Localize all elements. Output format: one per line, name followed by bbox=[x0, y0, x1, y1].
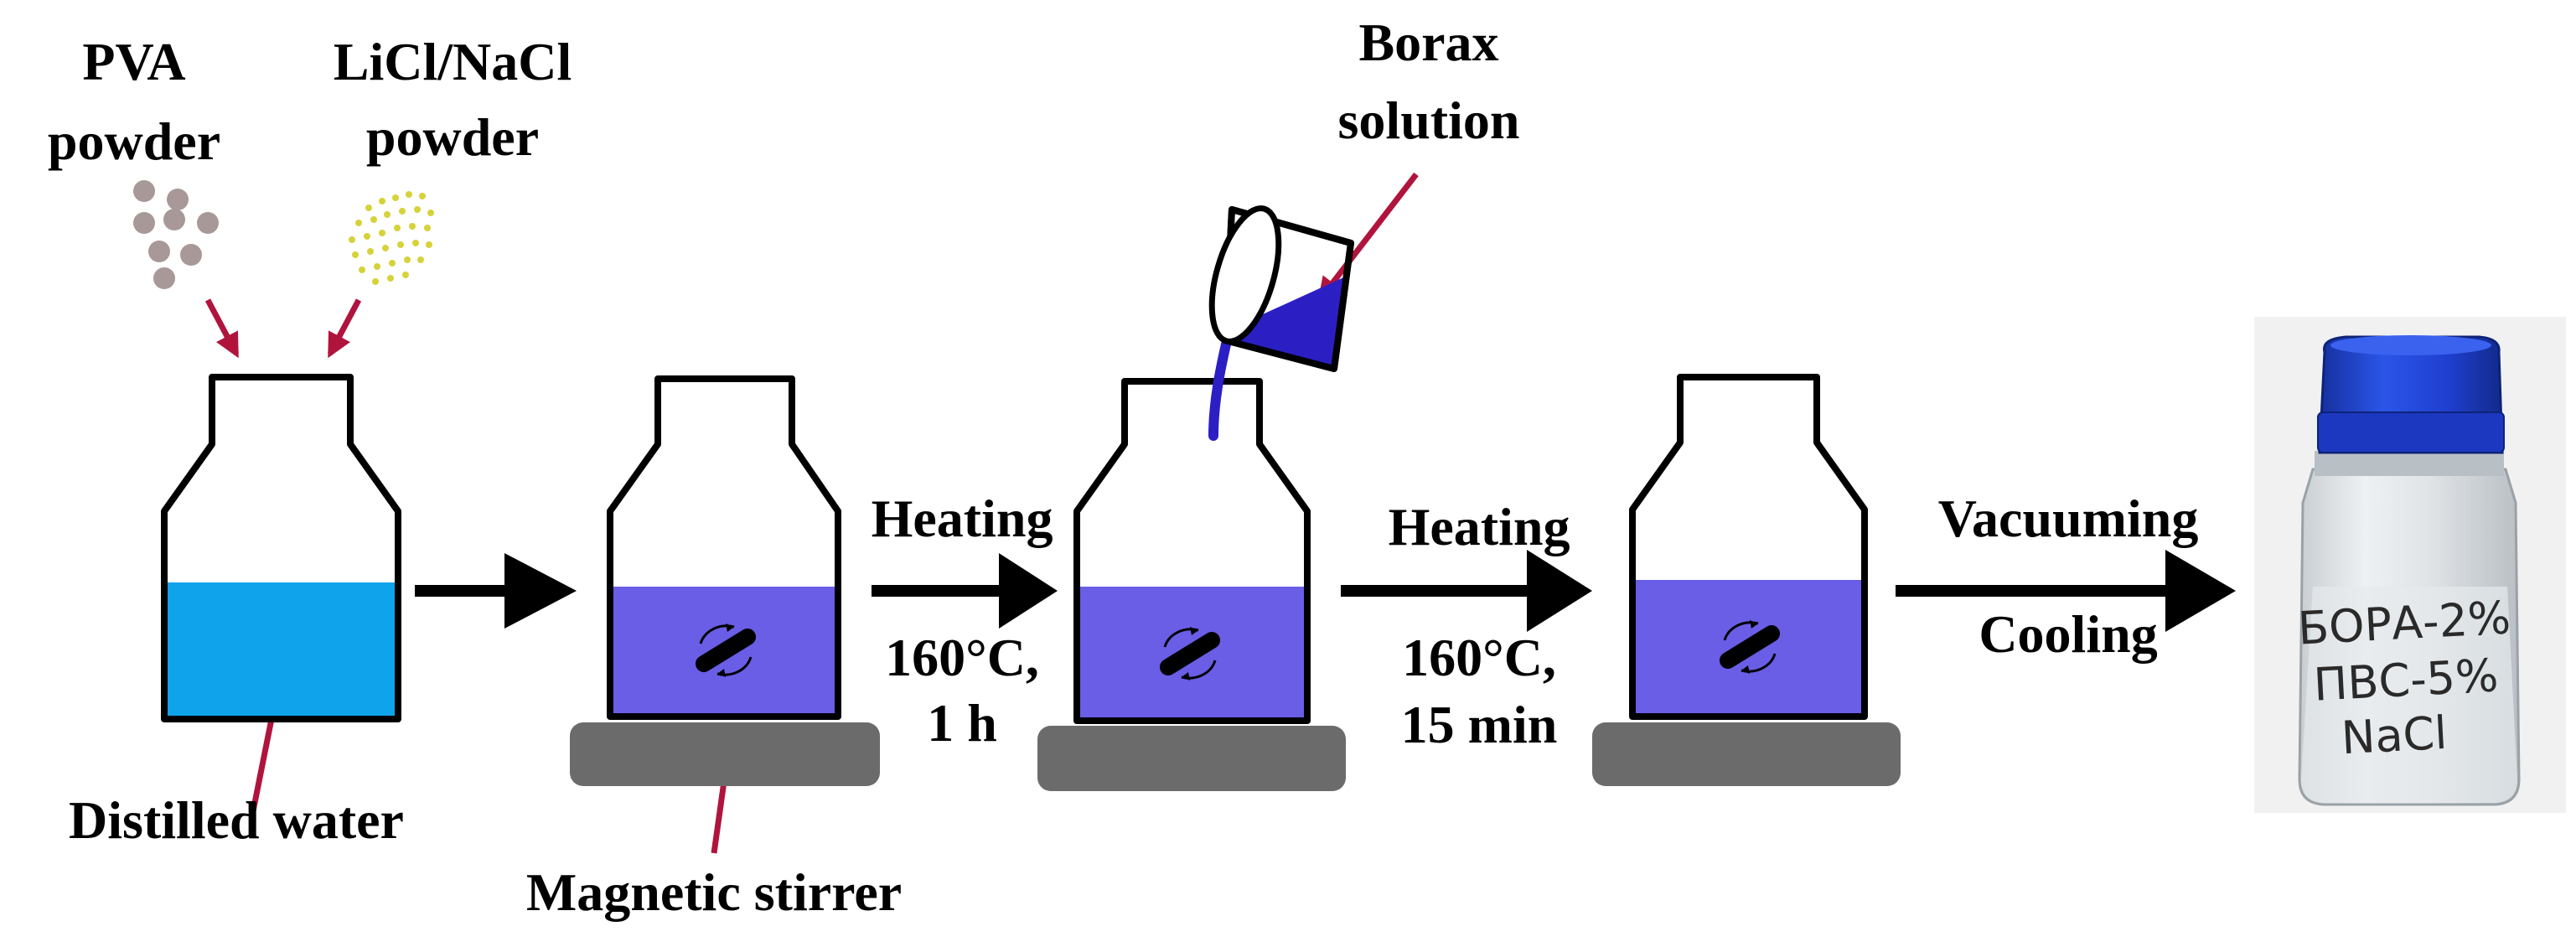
borax-label-line1: Borax bbox=[1358, 13, 1498, 72]
heating-condition-1-line2: 1 h bbox=[927, 693, 997, 753]
bottle-stirring-1 bbox=[570, 375, 880, 786]
heating-condition-1-line1: 160°C, bbox=[885, 628, 1039, 687]
vacuuming-label: Vacuuming bbox=[1938, 489, 2199, 548]
pva-particles-icon bbox=[133, 180, 219, 289]
borax-stream bbox=[1208, 329, 1234, 441]
salt-particles-icon bbox=[349, 191, 434, 285]
heating-condition-2-line2: 15 min bbox=[1401, 695, 1558, 754]
photo-handwriting-line3: NaCl bbox=[2340, 706, 2448, 765]
right-arrow-icon bbox=[872, 553, 1058, 629]
heating-label-1: Heating bbox=[872, 489, 1053, 548]
right-arrow-icon bbox=[1896, 550, 2236, 632]
bottle-stirring-2 bbox=[1592, 374, 1901, 786]
stir-bar-icon bbox=[1160, 627, 1220, 680]
cooling-label: Cooling bbox=[1979, 604, 2157, 664]
product-bottle-photo: БОРА-2% ПВС-5% NaCl bbox=[2254, 317, 2566, 813]
bottle-distilled-water bbox=[161, 374, 401, 722]
borax-label-line2: solution bbox=[1338, 91, 1520, 150]
stir-bar-icon bbox=[696, 624, 756, 677]
heating-label-2: Heating bbox=[1389, 497, 1570, 556]
pva-label-line2: powder bbox=[48, 111, 220, 171]
stir-bar-icon bbox=[1720, 620, 1780, 674]
pva-label-line1: PVA bbox=[82, 32, 185, 91]
salt-label-line1: LiCl/NaCl bbox=[334, 32, 572, 91]
photo-handwriting-line1: БОРА-2% bbox=[2296, 591, 2511, 655]
heating-condition-2-line1: 160°C, bbox=[1402, 628, 1556, 687]
distilled-water-label: Distilled water bbox=[69, 790, 404, 850]
magnetic-stirrer-base bbox=[1592, 722, 1901, 786]
salt-label-line2: powder bbox=[366, 107, 539, 167]
bottle-borax-addition bbox=[1037, 329, 1346, 791]
right-arrow-icon bbox=[1341, 550, 1592, 632]
pouring-beaker-icon bbox=[1208, 205, 1354, 372]
magnetic-stirrer-label: Magnetic stirrer bbox=[526, 862, 902, 922]
magnetic-stirrer-base bbox=[1037, 726, 1346, 791]
magnetic-stirrer-base bbox=[570, 722, 880, 786]
photo-handwriting-line2: ПВС-5% bbox=[2312, 649, 2500, 711]
right-arrow-icon bbox=[415, 553, 577, 629]
